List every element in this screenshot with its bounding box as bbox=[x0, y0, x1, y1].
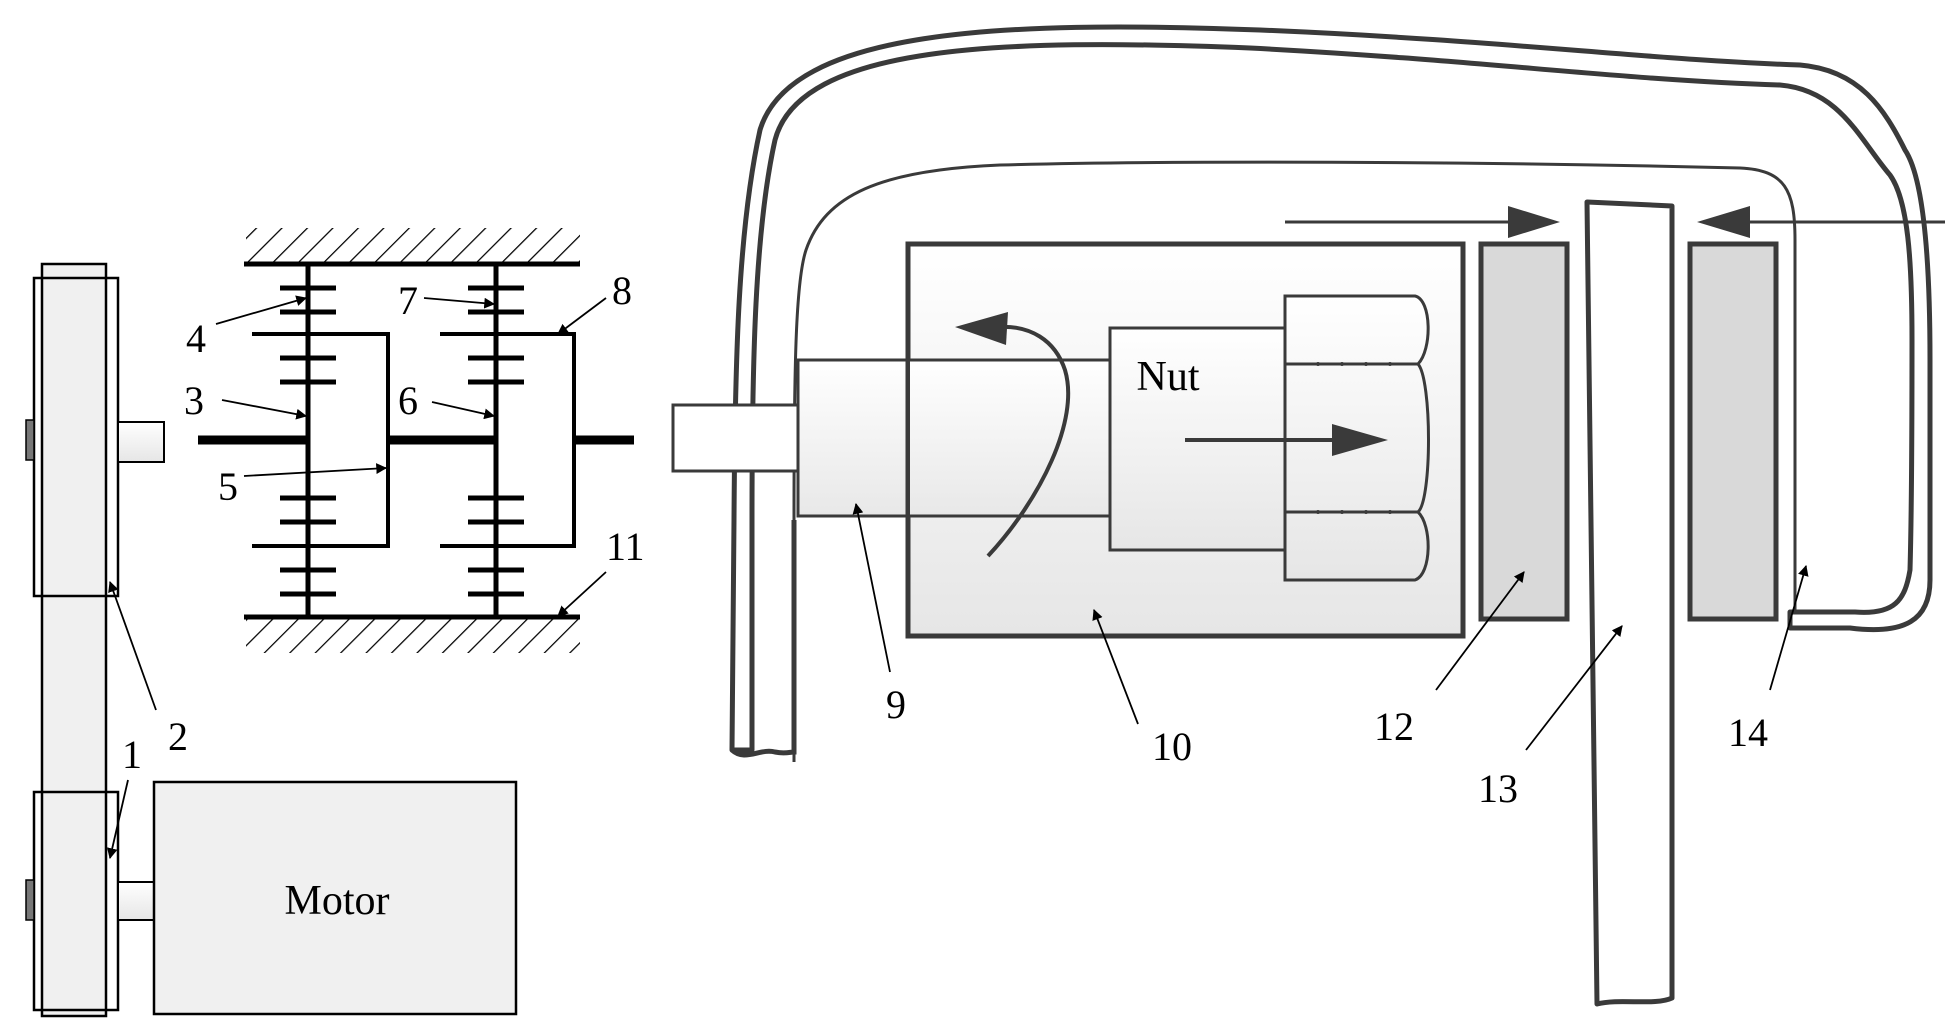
stage-2 bbox=[440, 264, 576, 617]
lower-pulley-hub bbox=[25, 879, 35, 921]
leader-1 bbox=[106, 779, 129, 860]
spindle-inner bbox=[910, 360, 1110, 516]
stage-1-gear-teeth bbox=[280, 285, 336, 597]
carrier-1 bbox=[252, 332, 390, 548]
callout-9: 9 bbox=[886, 682, 906, 727]
callout-14: 14 bbox=[1728, 710, 1768, 755]
callout-8: 8 bbox=[612, 268, 632, 313]
motor-shaft bbox=[117, 881, 155, 921]
housing-hatch-top bbox=[246, 228, 580, 264]
motor-label: Motor bbox=[285, 878, 390, 924]
callout-7: 7 bbox=[398, 278, 418, 323]
leader-14 bbox=[1769, 564, 1809, 691]
leader-3 bbox=[221, 399, 308, 420]
callout-3: 3 bbox=[184, 378, 204, 423]
leader-7 bbox=[423, 297, 496, 309]
stage-2-gear-teeth bbox=[468, 285, 524, 597]
callout-1: 1 bbox=[122, 732, 142, 777]
leader-13 bbox=[1525, 625, 1623, 751]
brake-disc bbox=[1584, 199, 1675, 1007]
inner-brake-pad bbox=[1478, 241, 1570, 622]
callout-2: 2 bbox=[168, 714, 188, 759]
upper-pulley-hub bbox=[25, 419, 35, 461]
rotation-arrowhead bbox=[955, 312, 1008, 345]
nut-label: Nut bbox=[1137, 354, 1200, 400]
caliper-inner-frame bbox=[792, 160, 1797, 762]
motor: Motor bbox=[152, 780, 518, 1016]
clamp-force-right-head bbox=[1697, 206, 1750, 238]
motor-body bbox=[152, 780, 518, 1016]
belt-drive bbox=[25, 262, 165, 1018]
leader-5 bbox=[243, 463, 388, 477]
clamp-force-left-head bbox=[1508, 206, 1560, 238]
leader-6 bbox=[431, 401, 496, 420]
callout-11: 11 bbox=[606, 524, 645, 569]
caliper-outer-frame bbox=[729, 24, 1933, 753]
callout-13: 13 bbox=[1478, 766, 1518, 811]
leader-4 bbox=[215, 295, 308, 325]
callout-numbers: 1 2 3 4 5 6 7 8 11 9 10 12 13 14 bbox=[122, 268, 1768, 811]
leader-10 bbox=[1092, 608, 1139, 725]
brake-pads bbox=[1478, 241, 1779, 622]
upper-pulley-shaft bbox=[117, 421, 165, 463]
callout-12: 12 bbox=[1374, 704, 1414, 749]
outer-brake-pad bbox=[1687, 241, 1779, 622]
caliper-leg-bottom bbox=[730, 520, 797, 758]
nut-thread-dots bbox=[1316, 362, 1392, 514]
leader-9 bbox=[852, 502, 891, 673]
callout-10: 10 bbox=[1152, 724, 1192, 769]
callout-5: 5 bbox=[218, 464, 238, 509]
rotation-arrow bbox=[986, 324, 1071, 558]
leader-8 bbox=[557, 297, 607, 335]
callout-6: 6 bbox=[398, 378, 418, 423]
leader-11 bbox=[557, 571, 607, 617]
leader-12 bbox=[1435, 571, 1525, 691]
belt bbox=[40, 262, 108, 1018]
planetary-gear-train bbox=[198, 228, 634, 653]
leader-2 bbox=[108, 580, 157, 711]
carrier-2 bbox=[440, 332, 576, 548]
spindle-stub bbox=[671, 403, 800, 473]
stage-1 bbox=[252, 264, 390, 617]
callout-4: 4 bbox=[186, 316, 206, 361]
housing-hatch-bottom bbox=[246, 617, 580, 653]
translation-arrowhead bbox=[1332, 424, 1388, 456]
leader-lines bbox=[106, 295, 1809, 860]
